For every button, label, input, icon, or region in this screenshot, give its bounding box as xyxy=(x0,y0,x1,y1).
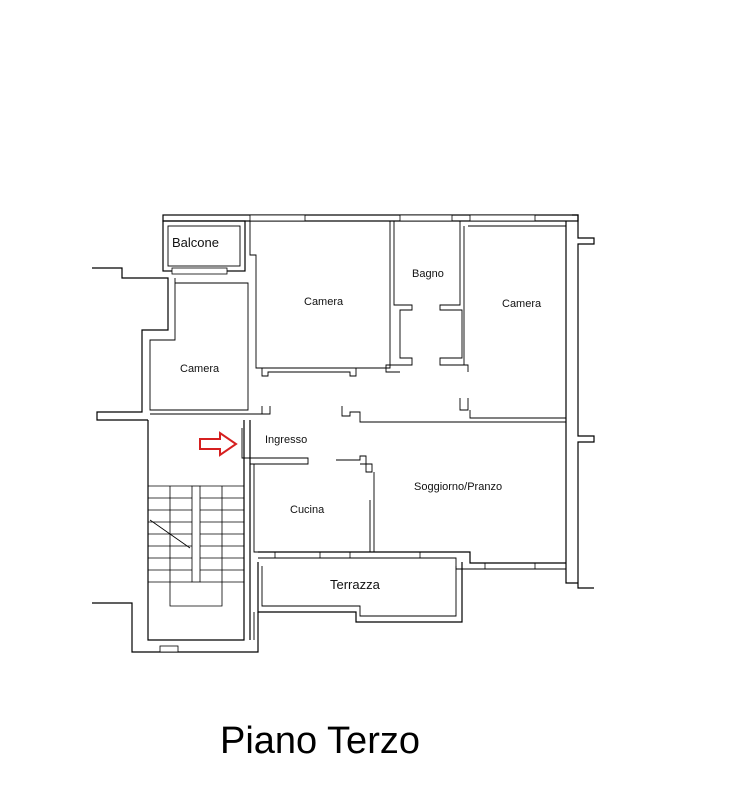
wall-corridor xyxy=(341,406,566,423)
wall-corridor-left xyxy=(261,406,271,415)
room-label-camera-left: Camera xyxy=(180,363,220,375)
outer-walls xyxy=(92,214,595,653)
window-bottom-3 xyxy=(484,562,536,570)
room-label-balcone: Balcone xyxy=(172,235,219,250)
wall-terrazza xyxy=(257,562,463,623)
interior-walls xyxy=(149,221,566,623)
room-label-camera-top-right: Camera xyxy=(502,298,542,310)
wall-camera-top-left-door xyxy=(261,368,357,377)
room-label-cucina: Cucina xyxy=(290,504,325,516)
wall-bottom-right xyxy=(565,575,578,584)
wall-left-lower xyxy=(92,602,259,653)
wall-stair-left xyxy=(147,420,245,641)
wall-bagno xyxy=(385,221,413,373)
wall-cucina-mid xyxy=(336,455,373,473)
window-top-3 xyxy=(469,214,536,222)
plan-title: Piano Terzo xyxy=(220,720,420,762)
wall-bottom-inner xyxy=(258,557,566,570)
window-balcone xyxy=(171,267,228,275)
wall-camera-top-right-bottom xyxy=(469,410,566,419)
wall-bottom xyxy=(258,551,566,564)
wall-terrazza-inner xyxy=(261,566,457,617)
windows xyxy=(159,214,536,653)
wall-right xyxy=(572,214,595,589)
room-label-terrazza: Terrazza xyxy=(330,577,381,592)
stair-treads xyxy=(148,485,244,583)
room-label-bagno: Bagno xyxy=(412,268,444,280)
wall-bagno-right xyxy=(439,221,469,372)
room-label-ingresso: Ingresso xyxy=(265,434,307,446)
window-top-1 xyxy=(249,214,306,222)
wall-camera-top-left xyxy=(249,221,391,369)
wall-camera-top-right-door xyxy=(459,398,469,411)
window-bottom-2 xyxy=(349,551,421,559)
window-top-2 xyxy=(399,214,453,222)
wall-camera-left xyxy=(149,282,249,411)
room-label-camera-top-left: Camera xyxy=(304,296,344,308)
window-bottom-1 xyxy=(274,551,321,559)
room-label-soggiorno: Soggiorno/Pranzo xyxy=(414,481,502,493)
stair-direction-line xyxy=(149,519,191,549)
wall-left-upper xyxy=(92,267,169,421)
wall-cucina xyxy=(253,464,266,553)
wall-balcone-inner xyxy=(167,225,241,267)
window-stair xyxy=(159,645,179,653)
stair-core xyxy=(191,485,201,583)
entrance-arrow-icon xyxy=(199,431,238,457)
